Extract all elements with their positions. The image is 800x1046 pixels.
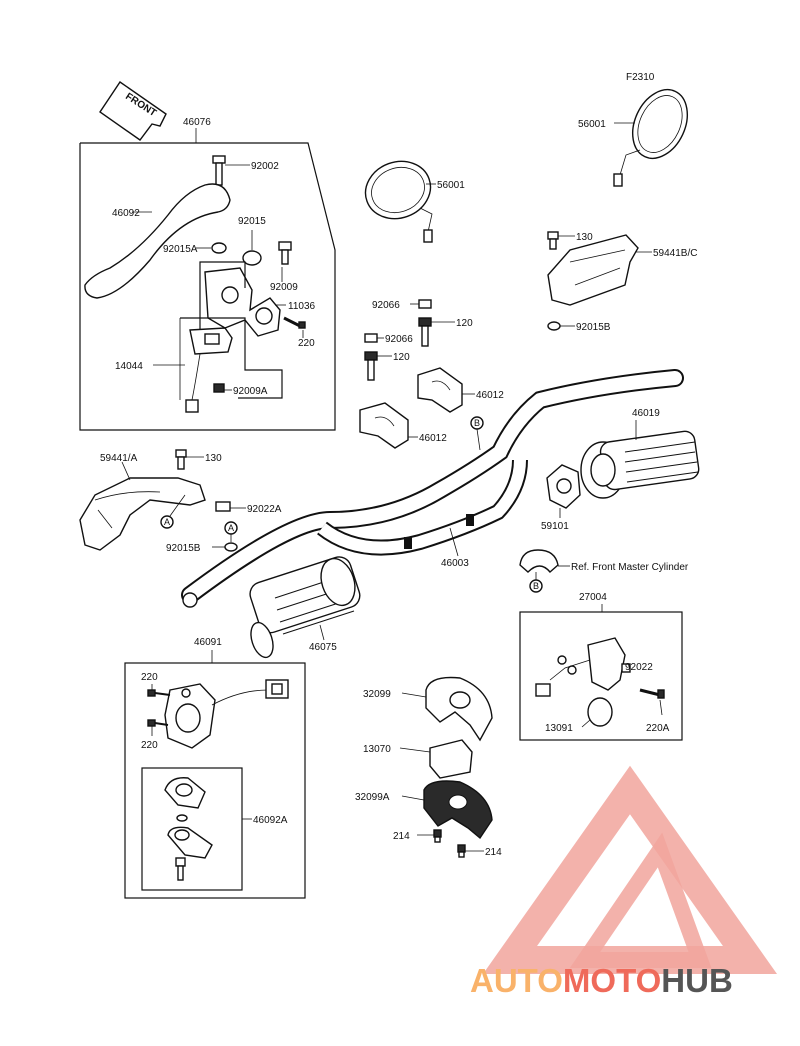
screw-214-b	[457, 844, 466, 858]
label-92015B-left: 92015B	[166, 543, 201, 554]
handlebar-holder-upper	[417, 367, 463, 413]
watermark-logo	[482, 765, 778, 974]
label-130-left: 130	[205, 453, 222, 464]
clip-92022A	[215, 501, 231, 512]
label-220-c: 220	[141, 740, 158, 751]
screw-130-right	[547, 231, 559, 250]
nut-92015B-right	[547, 321, 561, 331]
left-switch-housing	[164, 679, 289, 749]
label-32099: 32099	[363, 689, 391, 700]
label-46075: 46075	[309, 642, 337, 653]
label-46092: 46092	[112, 208, 140, 219]
switch-knob-assembly	[164, 777, 213, 881]
label-59441B-C: 59441B/C	[653, 248, 697, 259]
watermark-text-auto: AUTOMOTOHUB	[470, 962, 733, 999]
nut-92015B-left	[224, 542, 238, 552]
washer-92015A	[211, 242, 227, 254]
label-56001-right: 56001	[578, 119, 606, 130]
label-46019: 46019	[632, 408, 660, 419]
label-220-a: 220	[298, 338, 315, 349]
bolt-120-b	[364, 351, 378, 381]
switch-13070	[429, 739, 473, 779]
label-120-b: 120	[393, 352, 410, 363]
starter-switch-13091	[535, 637, 626, 727]
marker-B-bottom: B	[533, 581, 539, 591]
label-214-a: 214	[393, 831, 410, 842]
master-cylinder-clamp	[519, 549, 559, 573]
marker-A-2: A	[228, 523, 234, 533]
left-switch-box	[124, 662, 306, 899]
label-120-a: 120	[456, 318, 473, 329]
label-92022A: 92022A	[247, 504, 282, 515]
label-27004: 27004	[579, 592, 607, 603]
label-92022: 92022	[625, 662, 653, 673]
label-32099A: 32099A	[355, 792, 390, 803]
label-92015A: 92015A	[163, 244, 198, 255]
marker-A-1: A	[164, 517, 170, 527]
label-46012-a: 46012	[476, 390, 504, 401]
switch-cover-32099A	[423, 780, 493, 840]
label-92066-a: 92066	[372, 300, 400, 311]
lever-bracket-11036	[204, 267, 281, 337]
screw-130-left	[175, 449, 187, 470]
lever-cover-59441B-C	[547, 234, 639, 306]
label-92009A: 92009A	[233, 386, 268, 397]
label-92015B-right: 92015B	[576, 322, 611, 333]
label-56001-left: 56001	[437, 180, 465, 191]
nut-92015	[242, 250, 262, 266]
screw-220-a	[283, 316, 306, 329]
figure-code: F2310	[626, 72, 655, 83]
label-92066-b: 92066	[385, 334, 413, 345]
label-46076: 46076	[183, 117, 211, 128]
marker-B-top: B	[474, 418, 480, 428]
bolt-92002	[212, 155, 226, 186]
screw-214-a	[433, 829, 442, 843]
label-46091: 46091	[194, 637, 222, 648]
bolt-92066-a	[418, 299, 432, 309]
handlebar-holder-lower	[359, 402, 409, 449]
label-14044: 14044	[115, 361, 143, 372]
label-ref-front-master-cylinder: Ref. Front Master Cylinder	[571, 562, 689, 573]
label-92002: 92002	[251, 161, 279, 172]
mirror-left-56001	[364, 160, 433, 243]
label-46012-b: 46012	[419, 433, 447, 444]
label-214-b: 214	[485, 847, 502, 858]
label-46092A: 46092A	[253, 815, 288, 826]
label-11036: 11036	[288, 301, 316, 312]
label-59101: 59101	[541, 521, 569, 532]
label-220-b: 220	[141, 672, 158, 683]
label-46003: 46003	[441, 558, 469, 569]
starter-switch-box	[519, 611, 683, 741]
left-grip	[249, 556, 361, 659]
label-92015: 92015	[238, 216, 266, 227]
bolt-92066-b	[364, 333, 378, 343]
mirror-right-56001	[613, 89, 688, 187]
screw-220-b	[147, 689, 171, 697]
front-arrow: FRONT	[99, 81, 167, 141]
switch-sub-box	[141, 767, 243, 891]
label-13070: 13070	[363, 744, 391, 755]
screw-220A	[639, 688, 665, 699]
bolt-120-a	[418, 317, 432, 347]
clutch-lever-assembly-box	[79, 142, 336, 431]
screw-220-c	[147, 719, 169, 727]
label-92009: 92009	[270, 282, 298, 293]
screw-92009	[278, 241, 292, 265]
switch-cover-32099	[425, 676, 493, 742]
clutch-lever	[84, 183, 231, 299]
label-59441A: 59441/A	[100, 453, 138, 464]
screw-92009A	[213, 383, 225, 393]
throttle-grip	[580, 430, 700, 499]
lever-cover-59441A	[79, 477, 206, 551]
label-130-right: 130	[576, 232, 593, 243]
label-13091: 13091	[545, 723, 573, 734]
throttle-pulley-59101	[546, 464, 581, 509]
label-220A: 220A	[646, 723, 670, 734]
